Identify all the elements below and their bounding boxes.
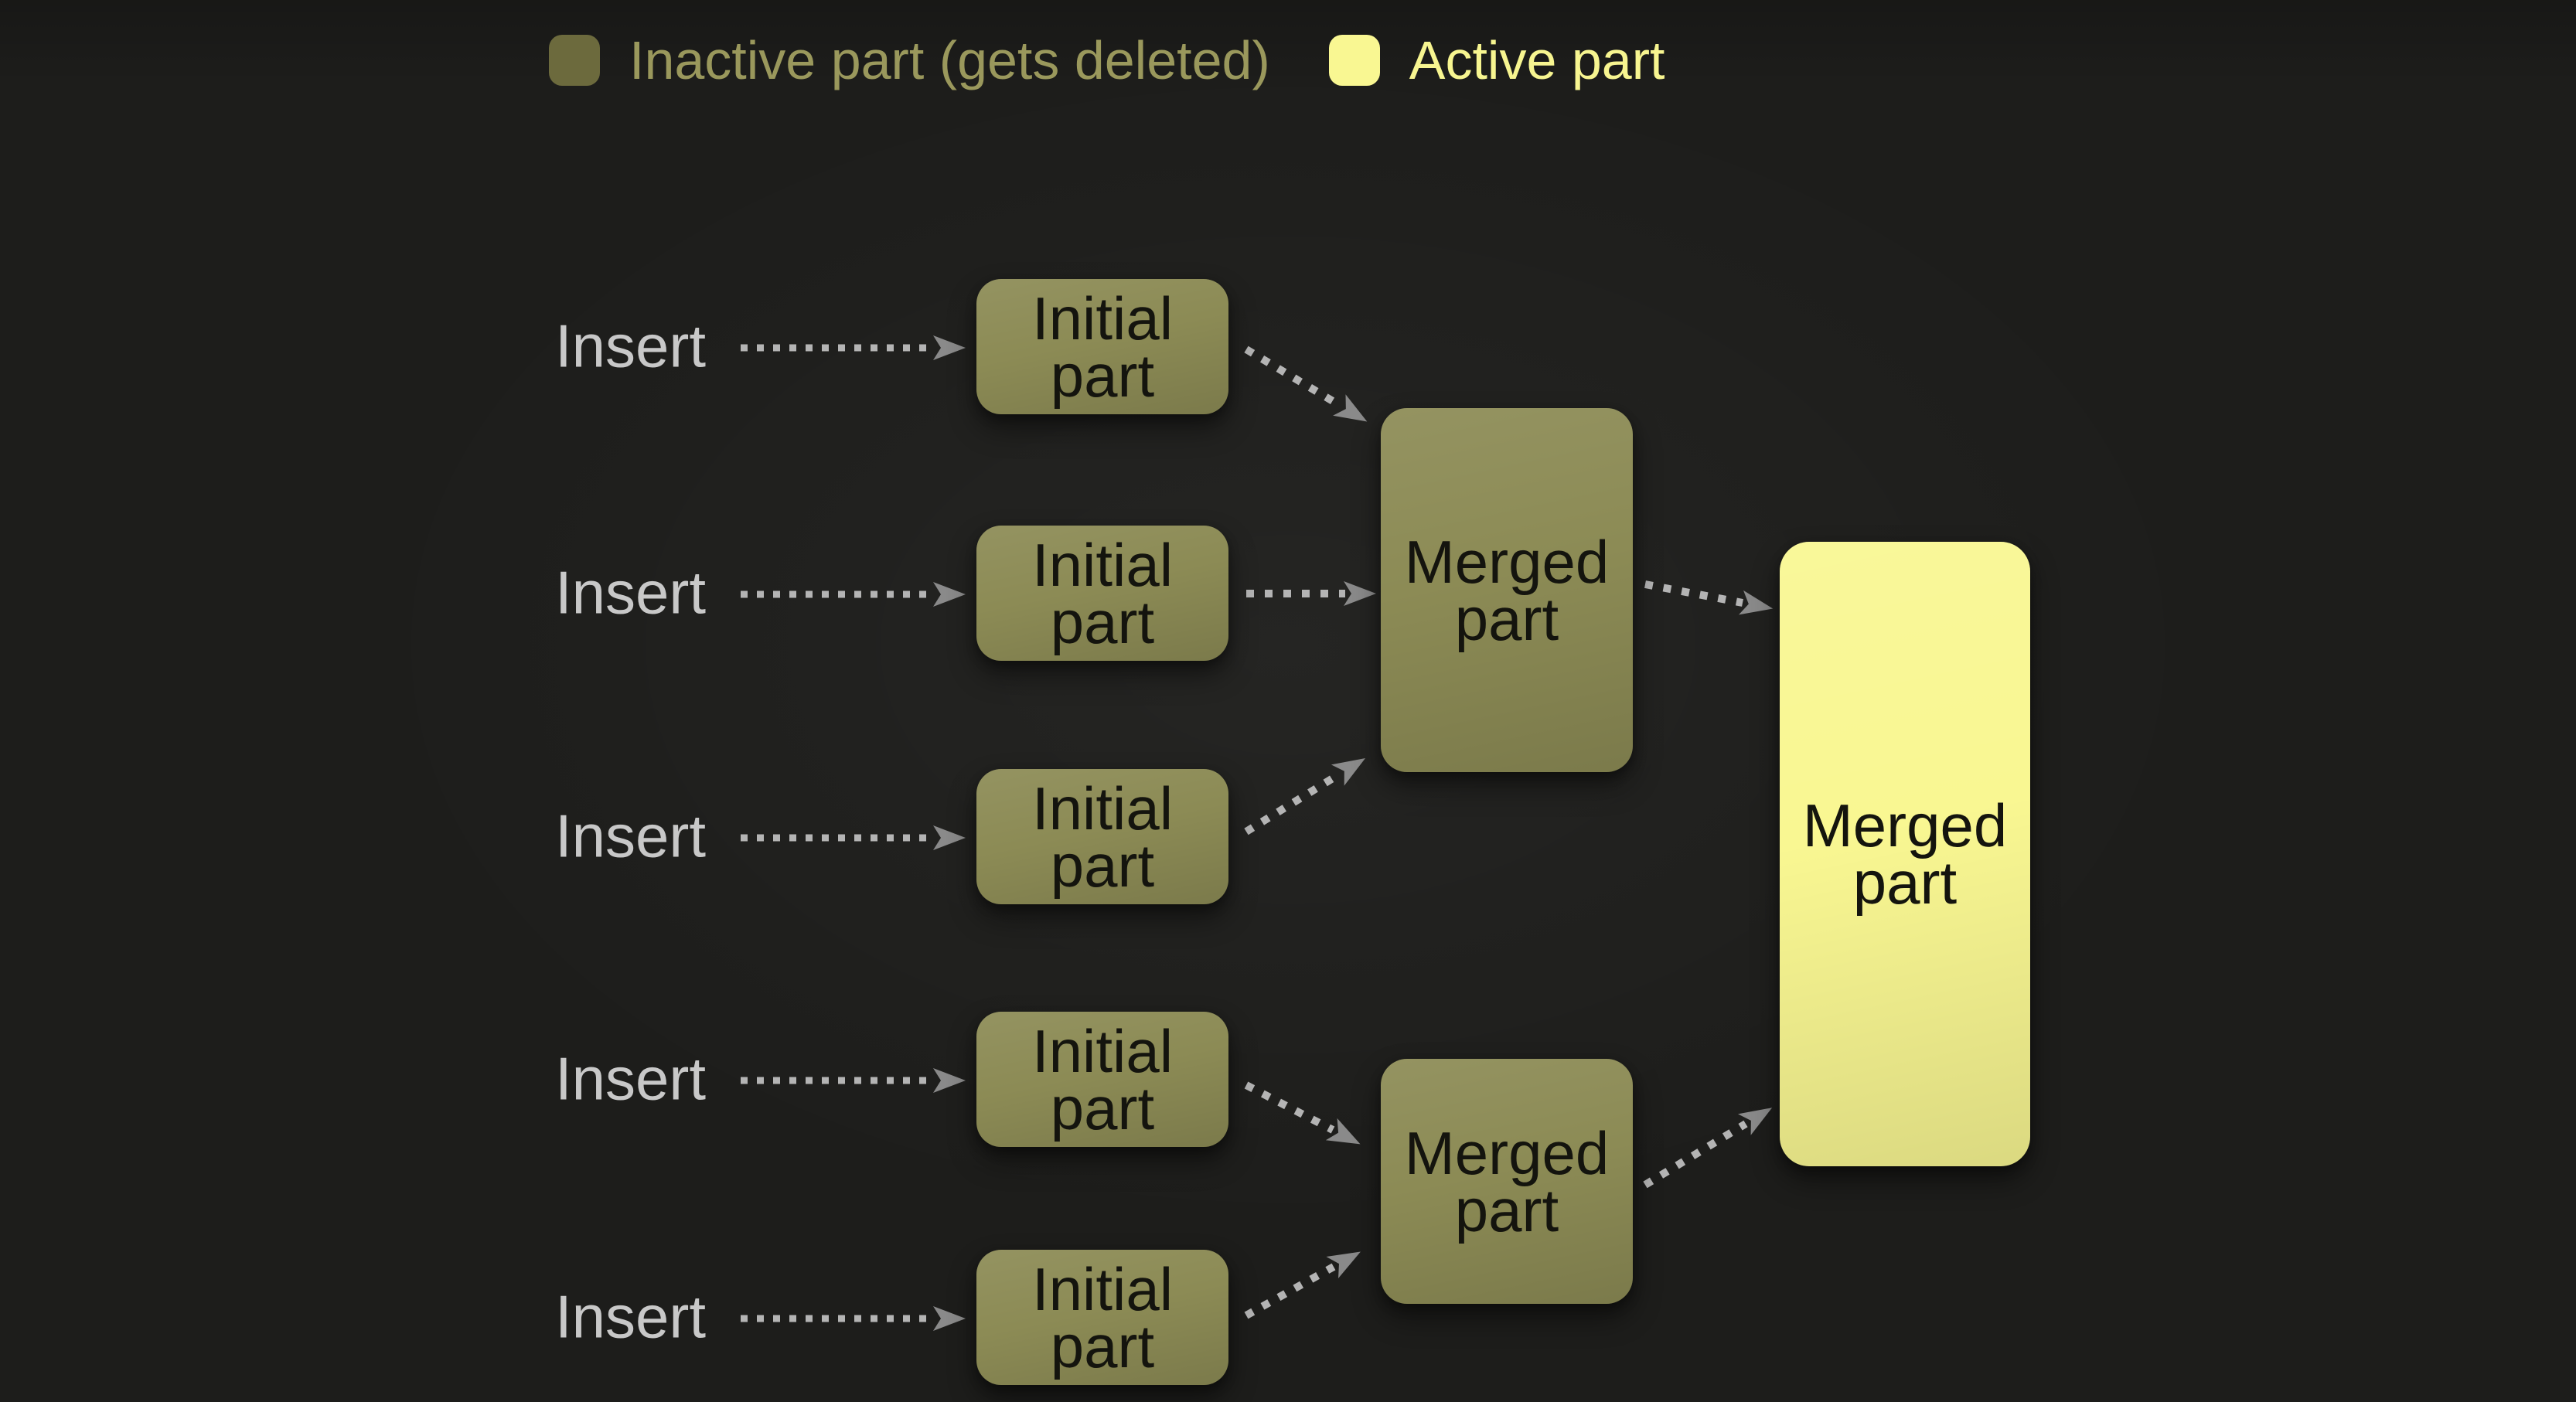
node-initial-4-label: Initial part [1031, 1016, 1174, 1142]
node-initial-1-label: Initial part [1031, 284, 1174, 410]
legend-label-active: Active part [1409, 30, 1665, 90]
node-initial-4: Initial part [976, 1012, 1228, 1147]
node-merged-2-label: Merged part [1404, 1118, 1610, 1244]
legend-item-active: Active part [1328, 30, 1665, 90]
node-merged-2: Merged part [1381, 1059, 1633, 1304]
legend: Inactive part (gets deleted) Active part [549, 32, 1665, 88]
node-merged-1-label: Merged part [1404, 527, 1610, 653]
insert-label-3: Insert [555, 801, 707, 870]
edge-initial-5-merged-2 [1244, 1251, 1361, 1319]
node-initial-2-label: Initial part [1031, 530, 1174, 656]
insert-label-5: Insert [555, 1282, 707, 1351]
node-initial-3: Initial part [976, 769, 1228, 904]
node-initial-5: Initial part [976, 1250, 1228, 1385]
edge-initial-3-merged-1 [1244, 758, 1366, 835]
node-initial-3-label: Initial part [1031, 774, 1174, 900]
node-initial-2: Initial part [976, 526, 1228, 661]
edge-merged-1-final [1644, 580, 1774, 615]
insert-label-2: Insert [555, 558, 707, 627]
active-part-swatch-icon [1328, 35, 1380, 86]
edge-initial-1-merged-1 [1244, 345, 1368, 422]
inactive-part-swatch-icon [549, 35, 600, 86]
node-merged-final-label: Merged part [1802, 791, 2008, 917]
edge-merged-2-final [1643, 1108, 1773, 1189]
legend-item-inactive: Inactive part (gets deleted) [549, 32, 1270, 88]
node-initial-5-label: Initial part [1031, 1254, 1174, 1380]
node-initial-1: Initial part [976, 279, 1228, 414]
node-merged-1: Merged part [1381, 408, 1633, 772]
edge-initial-4-merged-2 [1244, 1081, 1361, 1145]
insert-label-4: Insert [555, 1044, 707, 1113]
legend-label-inactive: Inactive part (gets deleted) [629, 30, 1270, 90]
node-merged-final: Merged part [1780, 542, 2030, 1166]
insert-label-1: Insert [555, 311, 707, 380]
